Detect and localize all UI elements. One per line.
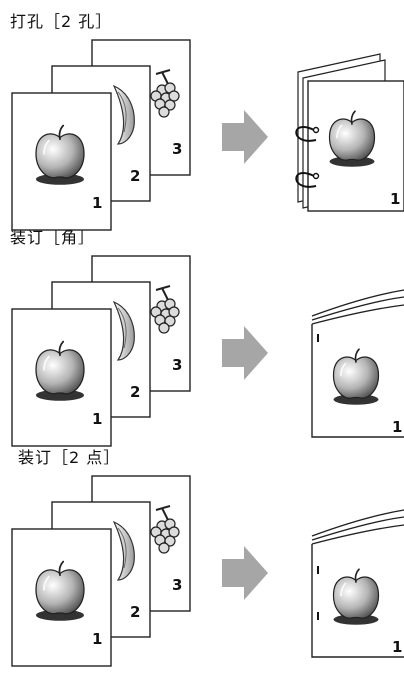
apple-icon: [332, 348, 380, 405]
result-page-number: 1: [390, 190, 400, 208]
punch-diagram: 3 2 1 1: [11, 39, 404, 231]
staple-2-point-diagram: 3 2 1 1: [11, 475, 404, 667]
section-title-staple-2-point: 装订［2 点］: [18, 448, 121, 467]
punch-hole-2: [312, 172, 320, 180]
right-arrow-icon: [222, 326, 268, 380]
banana-icon: [112, 84, 135, 145]
apple-icon: [35, 560, 85, 621]
result-page: [311, 324, 404, 438]
right-arrow-icon: [222, 546, 268, 600]
result-page-number: 1: [392, 638, 402, 656]
banana-icon: [112, 520, 135, 581]
apple-icon: [332, 568, 380, 625]
grapes-icon: [150, 69, 180, 118]
page-number-2: 2: [130, 603, 140, 621]
stapled-booklet: [311, 289, 404, 438]
section-title-staple-corner: 装订［角］: [10, 228, 96, 247]
staple-corner-diagram: 3 2 1 1: [11, 255, 404, 447]
punch-ring-1: [295, 126, 317, 142]
banana-icon: [112, 300, 135, 361]
page-number-3: 3: [172, 576, 182, 594]
apple-icon: [328, 110, 376, 167]
right-arrow-icon: [222, 110, 268, 164]
page-number-1: 1: [92, 410, 102, 428]
apple-icon: [35, 124, 85, 185]
page-number-2: 2: [130, 167, 140, 185]
page-number-1: 1: [92, 194, 102, 212]
apple-icon: [35, 340, 85, 401]
result-page-number: 1: [392, 418, 402, 436]
grapes-icon: [150, 285, 180, 334]
page-1: [11, 92, 112, 231]
grapes-icon: [150, 505, 180, 554]
page-number-2: 2: [130, 383, 140, 401]
page-number-3: 3: [172, 140, 182, 158]
section-title-punch: 打孔［2 孔］: [10, 12, 113, 31]
punch-ring-2: [295, 172, 317, 188]
punch-hole-1: [312, 126, 320, 134]
page-number-3: 3: [172, 356, 182, 374]
page-number-1: 1: [92, 630, 102, 648]
